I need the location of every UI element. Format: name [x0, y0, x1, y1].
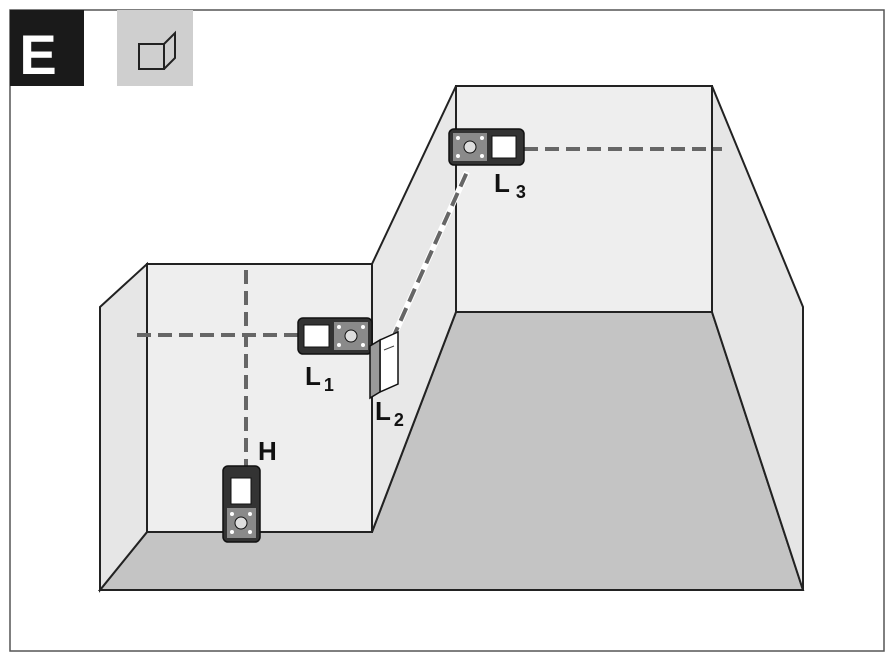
- figure-border: [9, 9, 885, 652]
- label-l2-letter: L: [375, 396, 391, 426]
- laser-device-h: [222, 465, 261, 543]
- label-h: H: [258, 436, 277, 466]
- right-side-wall: [711, 85, 804, 591]
- laser-device-l3: [448, 128, 525, 166]
- wall-area-icon: [117, 10, 193, 86]
- laser-beams: [137, 147, 722, 466]
- upper-back-wall: [455, 85, 713, 313]
- beam-l2-dash: [390, 171, 469, 341]
- laser-device-l2: [369, 330, 399, 400]
- left-side-wall: [99, 261, 148, 593]
- label-l2-sub: 2: [394, 410, 404, 430]
- panel-badge: [10, 10, 84, 86]
- label-l1-sub: 1: [324, 375, 334, 395]
- label-l3-sub: 3: [516, 182, 526, 202]
- panel-letter: E: [19, 23, 56, 86]
- label-l1-letter: L: [305, 361, 321, 391]
- laser-device-l1: [297, 317, 373, 355]
- label-l3-letter: L: [494, 168, 510, 198]
